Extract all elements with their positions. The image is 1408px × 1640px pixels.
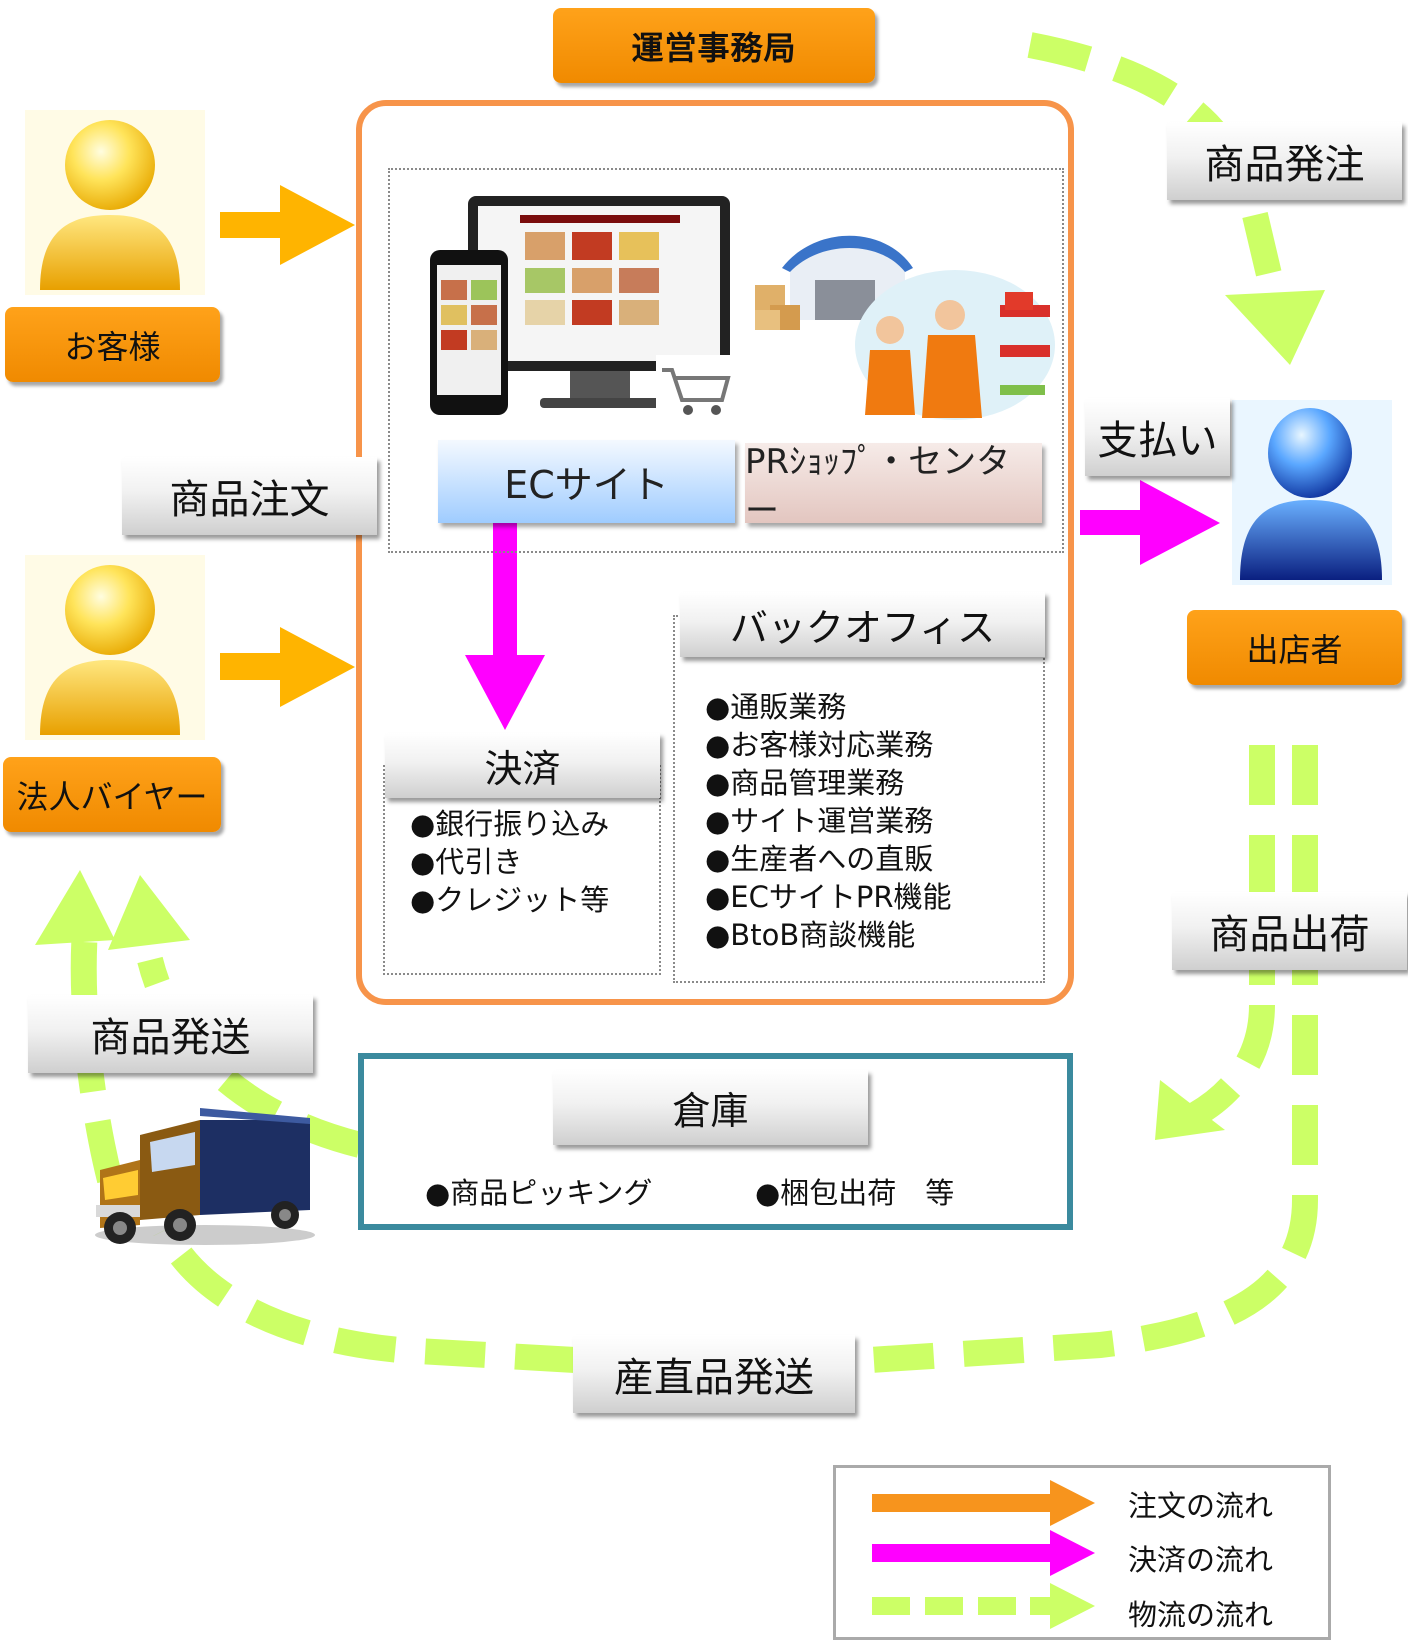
logistics-arrow-shaft-4	[1188, 1004, 1275, 1127]
settlement-item: ●銀行振り込み	[410, 807, 610, 841]
back-office-item: ●通販業務	[705, 690, 847, 724]
payment-label: 支払い	[1085, 398, 1230, 476]
platform-box	[356, 100, 1074, 1005]
back-office-item: ●BtoB商談機能	[705, 918, 916, 952]
corporate-buyer-label-text: 法人バイヤー	[16, 777, 208, 816]
settlement-title: 決済	[385, 733, 660, 798]
product-ordering-label: 商品発注	[1167, 122, 1402, 200]
logistics-arrow-heads	[35, 290, 1325, 1140]
platform-frontend-area	[388, 168, 1064, 553]
direct-delivery-label: 産直品発送	[573, 1335, 855, 1413]
order-arrow-buyer	[220, 627, 355, 707]
ec-site-label: ECサイト	[438, 440, 735, 523]
settlement-title-text: 決済	[484, 747, 561, 791]
logistics-arrowhead-up-2	[108, 875, 190, 950]
logistics-arrow-left-2	[137, 956, 364, 1158]
back-office-item: ●商品管理業務	[705, 766, 905, 800]
back-office-title: バックオフィス	[680, 592, 1045, 657]
pc-smartphone-cart-icon	[430, 196, 734, 420]
logistics-arrow-bottom	[153, 1223, 576, 1373]
office-label-text: 運営事務局	[631, 28, 797, 67]
payment-label-text: 支払い	[1097, 418, 1218, 464]
order-arrow-customer	[220, 185, 355, 265]
seller-person-icon	[1232, 400, 1392, 585]
office-label: 運営事務局	[553, 8, 875, 83]
pr-shop-label-text: PRｼｮｯﾌﾟ・センター	[745, 442, 1011, 531]
customer-person-icon	[25, 110, 205, 295]
back-office-item: ●ECサイトPR機能	[705, 880, 952, 914]
shipment-label-text: 商品出荷	[1209, 912, 1370, 958]
corporate-buyer-label: 法人バイヤー	[3, 757, 221, 832]
buyer-person-icon	[25, 555, 205, 740]
legend-order-label: 注文の流れ	[1128, 1489, 1274, 1523]
logistics-arrowhead-up-1	[35, 870, 115, 945]
delivery-truck-icon	[95, 1108, 315, 1245]
settlement-item: ●代引き	[410, 845, 523, 879]
direct-delivery-label-text: 産直品発送	[614, 1355, 814, 1401]
settlement-item: ●クレジット等	[410, 883, 610, 917]
warehouse-item-packing: ●梱包出荷 等	[755, 1176, 955, 1210]
payment-flow-arrows	[465, 480, 1220, 730]
logistics-arrow-order-to-seller	[1027, 32, 1258, 198]
product-order-label-text: 商品注文	[169, 477, 330, 523]
back-office-title-text: バックオフィス	[729, 606, 996, 650]
customer-label-text: お客様	[64, 327, 161, 366]
delivery-label: 商品発送	[28, 995, 313, 1073]
settlement-list: ●銀行振り込み ●代引き ●クレジット等	[410, 805, 609, 919]
legend-logistics-label: 物流の流れ	[1128, 1598, 1274, 1632]
seller-label: 出店者	[1187, 610, 1402, 685]
back-office-item: ●生産者への直販	[705, 842, 934, 876]
back-office-item: ●お客様対応業務	[705, 728, 934, 762]
logistics-arrowhead-diag	[1155, 1080, 1225, 1140]
legend-payment-label: 決済の流れ	[1128, 1543, 1274, 1577]
back-office-list: ●通販業務 ●お客様対応業務 ●商品管理業務 ●サイト運営業務 ●生産者への直販…	[705, 688, 952, 954]
payment-arrow-down	[465, 518, 545, 730]
logistics-arrow-shaft-1	[1242, 212, 1288, 303]
payment-arrow-seller	[1080, 480, 1220, 565]
pr-shop-label: PRｼｮｯﾌﾟ・センター	[745, 442, 1042, 531]
warehouse-title-text: 倉庫	[672, 1089, 749, 1133]
product-order-label: 商品注文	[122, 457, 377, 535]
customer-label: お客様	[5, 307, 220, 382]
logistics-arrowhead-down	[1225, 290, 1325, 365]
seller-label-text: 出店者	[1246, 630, 1343, 669]
legend-arrows	[872, 1480, 1095, 1629]
product-ordering-label-text: 商品発注	[1204, 142, 1365, 188]
back-office-item: ●サイト運営業務	[705, 804, 934, 838]
ec-site-label-text: ECサイト	[504, 463, 669, 507]
order-flow-arrows	[220, 185, 355, 707]
logistics-arrow-shaft-3	[869, 745, 1318, 1373]
warehouse-staff-icon	[755, 235, 1055, 420]
logistics-flow-arrows	[70, 32, 1318, 1373]
delivery-label-text: 商品発送	[90, 1015, 251, 1061]
warehouse-item-picking: ●商品ピッキング	[425, 1176, 653, 1210]
shipment-label: 商品出荷	[1172, 892, 1407, 970]
warehouse-title: 倉庫	[553, 1070, 868, 1145]
